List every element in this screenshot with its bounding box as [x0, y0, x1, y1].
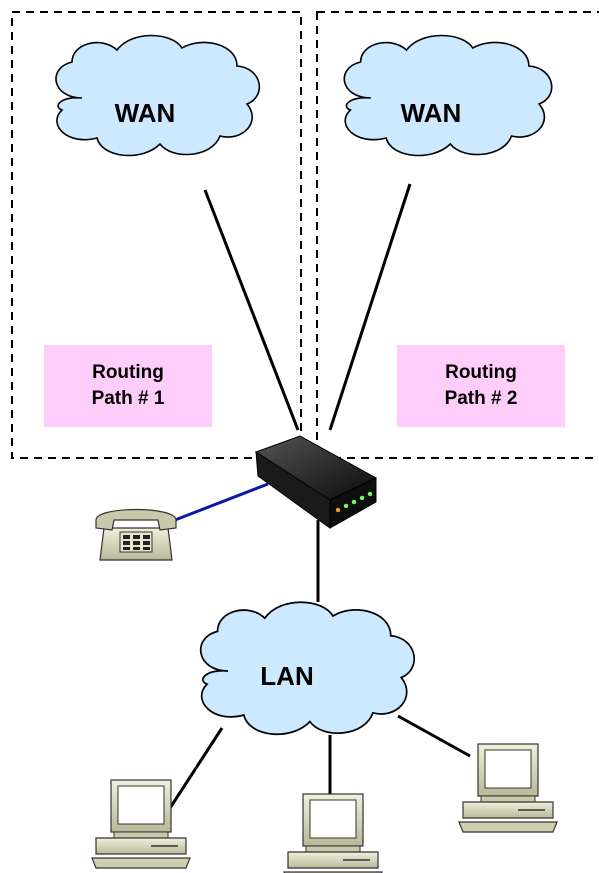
- computer-center-icon: [283, 793, 383, 873]
- lan-link-pc-right: [397, 714, 471, 758]
- router-icon: [254, 435, 378, 529]
- wan-cloud-1-icon: [55, 34, 261, 157]
- routing-zone-1-border: [11, 11, 302, 459]
- routing-path-1-line2: Path # 1: [91, 388, 165, 409]
- routing-path-1-box: Routing Path # 1: [44, 345, 212, 427]
- routing-path-1-line1: Routing: [92, 362, 164, 383]
- wan-link-1: [203, 189, 300, 431]
- lan-link-pc-left: [168, 727, 224, 809]
- routing-path-2-box: Routing Path # 2: [397, 345, 565, 427]
- routing-path-2-line1: Routing: [445, 362, 517, 383]
- phone-link: [174, 482, 269, 522]
- wan-link-2: [328, 183, 412, 431]
- wan-label-1: WAN: [114, 98, 176, 128]
- computer-right-icon: [458, 743, 558, 833]
- lan-label: LAN: [260, 661, 314, 691]
- computer-left-icon: [91, 779, 191, 869]
- routing-path-2-line2: Path # 2: [444, 388, 518, 409]
- wan-label-2: WAN: [400, 98, 462, 128]
- wan-cloud-2-icon: [343, 34, 553, 157]
- routing-zone-2-border: [316, 11, 599, 459]
- telephone-icon: [95, 508, 177, 561]
